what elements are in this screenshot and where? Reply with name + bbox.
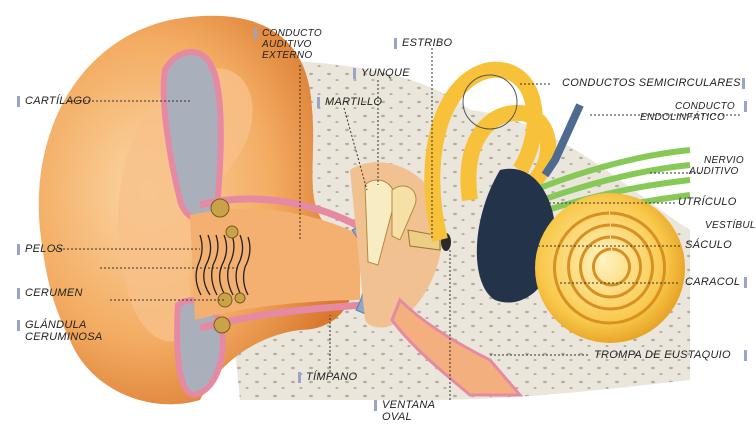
label-bar <box>17 288 20 299</box>
label-bar <box>317 97 320 108</box>
label-conducto-auditivo-externo-3: externo <box>262 50 312 61</box>
label-bar <box>17 244 20 255</box>
label-nervio-auditivo-1: Nervio <box>704 155 744 166</box>
label-bar <box>17 96 20 107</box>
label-yunque: Yunque <box>361 68 410 79</box>
label-glandula-ceruminosa-1: Glándula <box>25 320 87 331</box>
cochlea <box>535 193 685 343</box>
label-cartilago: Cartílago <box>25 96 91 107</box>
label-pelos: Pelos <box>25 244 63 255</box>
label-utriculo: Utrículo <box>678 197 737 208</box>
label-martillo: Martillo <box>325 97 382 108</box>
label-timpano: Tímpano <box>306 372 357 383</box>
label-ventana-oval-1: Ventana <box>382 400 435 411</box>
label-estribo: Estribo <box>402 38 452 49</box>
label-bar <box>254 28 257 39</box>
label-bar <box>374 400 377 411</box>
label-conducto-endolinfatico-2: endolinfático <box>640 112 725 123</box>
label-caracol: Caracol <box>685 277 740 288</box>
label-bar <box>394 38 397 49</box>
label-conducto-auditivo-externo-1: Conducto <box>262 28 322 39</box>
label-cerumen: Cerumen <box>25 288 83 299</box>
label-bar <box>744 350 747 361</box>
label-bar <box>744 277 747 288</box>
label-bar <box>353 68 356 79</box>
label-conductos-semicirculares: Conductos semicirculares <box>562 78 741 89</box>
label-trompa-de-eustaquio: Trompa de Eustaquio <box>594 350 731 361</box>
label-conducto-auditivo-externo-2: auditivo <box>262 39 312 50</box>
label-ventana-oval-2: oval <box>382 412 412 423</box>
label-bar <box>298 372 301 383</box>
label-bar <box>742 78 745 89</box>
label-conducto-endolinfatico-1: Conducto <box>675 101 735 112</box>
label-vestibulo: Vestíbul <box>705 220 756 231</box>
label-glandula-ceruminosa-2: ceruminosa <box>25 332 103 343</box>
label-saculo: Sáculo <box>685 240 732 251</box>
label-bar <box>744 101 747 112</box>
label-nervio-auditivo-2: auditivo <box>689 166 739 177</box>
label-bar <box>17 320 20 331</box>
